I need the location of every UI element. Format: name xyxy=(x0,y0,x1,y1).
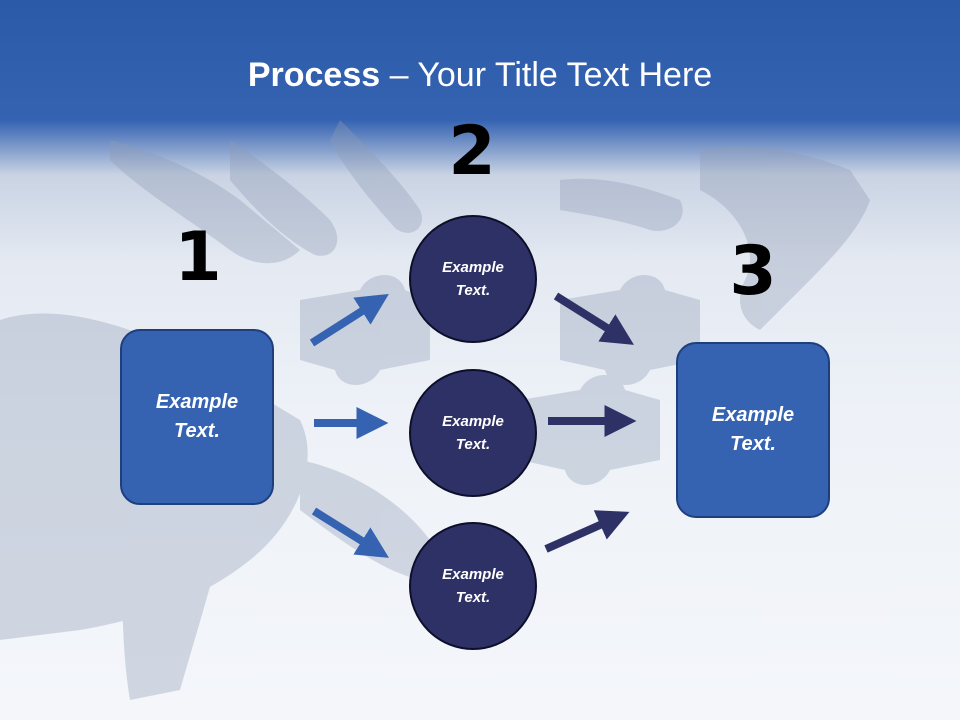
step-3-number: 3 xyxy=(729,232,777,311)
middle-process-circle: Example Text. xyxy=(409,369,537,497)
bottom-process-circle-text: Example Text. xyxy=(442,566,504,606)
title-rest-text: – Your Title Text Here xyxy=(380,56,713,94)
middle-process-circle-text: Example Text. xyxy=(442,413,504,453)
arrow-top-to-right-icon xyxy=(553,292,634,345)
step-1-number: 1 xyxy=(174,218,222,297)
arrow-left-to-top-icon xyxy=(309,293,389,347)
left-step-box: Example Text. xyxy=(120,329,274,505)
arrow-bottom-to-right-icon xyxy=(544,510,630,553)
step-2-number: 2 xyxy=(448,112,496,191)
top-process-circle-text: Example Text. xyxy=(442,259,504,299)
top-process-circle: Example Text. xyxy=(409,215,537,343)
slide-title: Process – Your Title Text Here xyxy=(0,52,960,98)
arrow-left-to-bottom-icon xyxy=(311,507,389,558)
title-bold-text: Process xyxy=(247,56,381,94)
left-step-box-text: Example Text. xyxy=(155,391,239,442)
right-step-box: Example Text. xyxy=(676,342,830,518)
right-step-box-text: Example Text. xyxy=(711,404,795,455)
bottom-process-circle: Example Text. xyxy=(409,522,537,650)
